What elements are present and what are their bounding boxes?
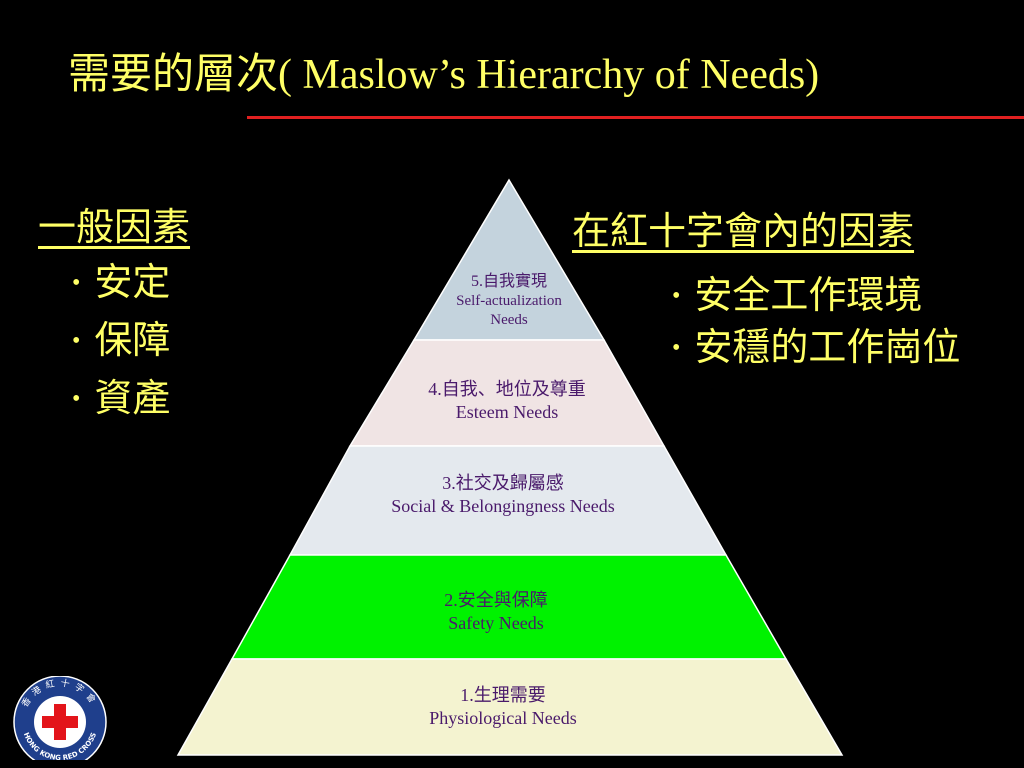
list-item-label: 安定 — [94, 262, 171, 304]
bullet-icon: • — [672, 283, 681, 309]
tier-5-en-2: Needs — [490, 311, 528, 328]
list-item-label: 安穩的工作崗位 — [694, 327, 961, 369]
tier-5-en: Self-actualization — [456, 293, 562, 309]
list-item: • 保障 — [72, 312, 170, 370]
list-item-label: 資產 — [94, 378, 171, 420]
title-divider — [247, 116, 1024, 119]
bullet-icon: • — [72, 386, 81, 412]
tier-2-en: Safety Needs — [448, 612, 544, 633]
bullet-icon: • — [672, 335, 681, 361]
tier-3-en: Social & Belongingness Needs — [391, 495, 615, 516]
tier-2-label: 2.安全與保障 Safety Needs — [444, 589, 548, 634]
bullet-icon: • — [72, 270, 81, 296]
bullet-icon: • — [72, 328, 81, 354]
red-cross-factors-list: • 安全工作環境 • 安穩的工作崗位 — [672, 270, 960, 374]
tier-4-en: Esteem Needs — [455, 401, 559, 422]
list-item-label: 保障 — [94, 320, 171, 362]
list-item-label: 安全工作環境 — [694, 275, 923, 317]
list-item: • 安定 — [72, 254, 170, 312]
tier-5-zh: 5.自我實現 — [470, 273, 548, 290]
tier-2-zh: 2.安全與保障 — [444, 590, 548, 610]
list-item: • 安全工作環境 — [672, 270, 960, 322]
tier-3-label: 3.社交及歸屬感 Social & Belongingness Needs — [391, 472, 614, 517]
tier-5-label: 5.自我實現 Self-actualization Needs — [456, 272, 562, 330]
tier-4-label: 4.自我、地位及尊重 Esteem Needs — [428, 378, 586, 423]
general-factors-heading: 一般因素 — [38, 207, 191, 249]
tier-1-label: 1.生理需要 Physiological Needs — [429, 684, 576, 729]
tier-4-zh: 4.自我、地位及尊重 — [428, 379, 586, 399]
tier-1-en: Physiological Needs — [429, 707, 577, 728]
page-title: 需要的層次( Maslow’s Hierarchy of Needs) — [68, 52, 820, 98]
tier-3-zh: 3.社交及歸屬感 — [442, 473, 564, 493]
red-cross-logo: 香港紅十字會 HONG KONG RED CROSS — [13, 676, 107, 760]
red-cross-factors-heading: 在紅十字會內的因素 — [572, 211, 915, 253]
tier-1-zh: 1.生理需要 — [460, 685, 546, 705]
general-factors-list: • 安定 • 保障 • 資產 — [72, 254, 170, 428]
pyramid-tier-1 — [176, 658, 844, 756]
list-item: • 資產 — [72, 370, 170, 428]
list-item: • 安穩的工作崗位 — [672, 322, 960, 374]
